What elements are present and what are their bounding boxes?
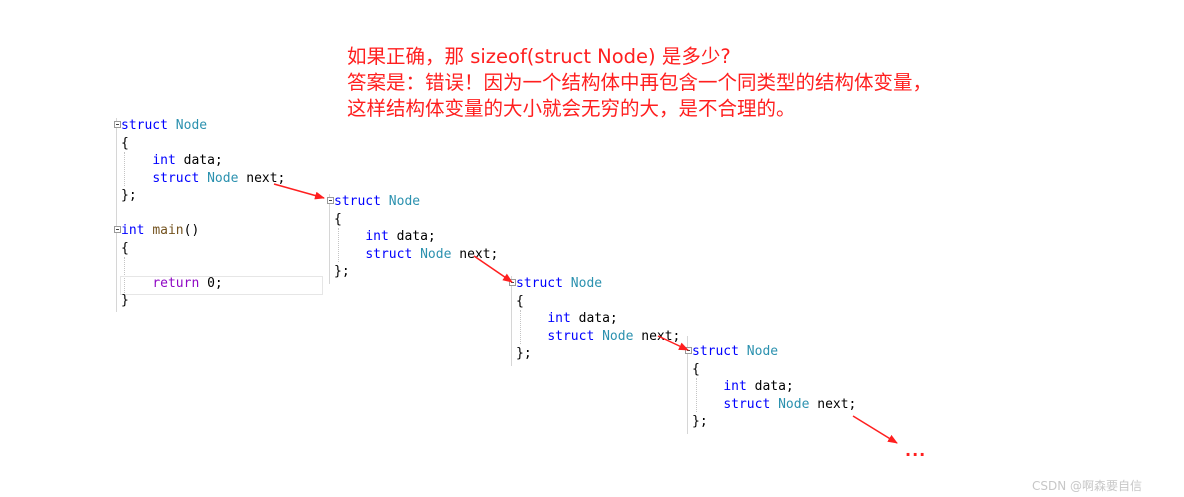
indent-guide — [124, 257, 125, 293]
arrow-4 — [852, 415, 898, 444]
code-block-struct-3: struct Node { int data; struct Node next… — [509, 275, 681, 363]
arrow-1 — [273, 183, 325, 200]
code-line: }; — [334, 264, 350, 279]
code-line: struct Node next; — [365, 246, 499, 262]
annotation-line-1: 如果正确，那 sizeof(struct Node) 是多少? — [347, 45, 731, 68]
code-line: struct Node — [327, 193, 498, 211]
ellipsis: ... — [905, 441, 927, 460]
code-line: int data; — [547, 311, 618, 326]
code-line: { — [334, 211, 342, 227]
code-block-main: struct Node { int data; struct Node next… — [114, 117, 286, 310]
code-block-struct-2: struct Node { int data; struct Node next… — [327, 193, 499, 281]
code-line: int data; — [723, 379, 794, 394]
code-line: int data; — [365, 229, 436, 244]
code-line: int data; — [152, 153, 223, 168]
indent-guide — [338, 228, 339, 262]
code-line: }; — [692, 414, 708, 429]
annotation-text: 如果正确，那 sizeof(struct Node) 是多少? 答案是：错误！因… — [347, 44, 932, 122]
code-line: struct Node next; — [152, 170, 286, 186]
editor-gutter-line — [687, 336, 688, 434]
code-line: } — [121, 293, 129, 308]
code-line: { — [121, 240, 129, 256]
editor-gutter-line — [511, 276, 512, 366]
code-line: return 0; — [152, 275, 223, 291]
code-line: struct Node next; — [547, 328, 681, 344]
editor-gutter-line — [116, 118, 117, 312]
annotation-line-2: 答案是：错误！因为一个结构体中再包含一个同类型的结构体变量， — [347, 71, 933, 94]
code-line: }; — [121, 188, 137, 203]
code-line: }; — [516, 346, 532, 361]
current-line-highlight — [120, 276, 323, 295]
code-line: { — [121, 135, 129, 151]
code-line: struct Node — [114, 117, 285, 135]
indent-guide — [520, 310, 521, 344]
code-line: { — [516, 293, 524, 309]
code-line: { — [692, 361, 700, 377]
collapse-icon[interactable] — [114, 226, 121, 233]
indent-guide — [124, 152, 125, 186]
arrow-2 — [473, 255, 513, 283]
code-block-struct-4: struct Node { int data; struct Node next… — [685, 343, 857, 431]
code-line: int main() — [114, 222, 285, 240]
collapse-icon[interactable] — [114, 121, 121, 128]
indent-guide — [696, 378, 697, 412]
editor-gutter-line — [329, 194, 330, 284]
arrow-3 — [657, 335, 689, 351]
watermark: CSDN @啊森要自信 — [1032, 479, 1143, 493]
code-line: struct Node next; — [723, 396, 857, 412]
annotation-line-3: 这样结构体变量的大小就会无穷的大，是不合理的。 — [347, 97, 796, 120]
code-line: struct Node — [685, 343, 856, 361]
collapse-icon[interactable] — [327, 197, 334, 204]
